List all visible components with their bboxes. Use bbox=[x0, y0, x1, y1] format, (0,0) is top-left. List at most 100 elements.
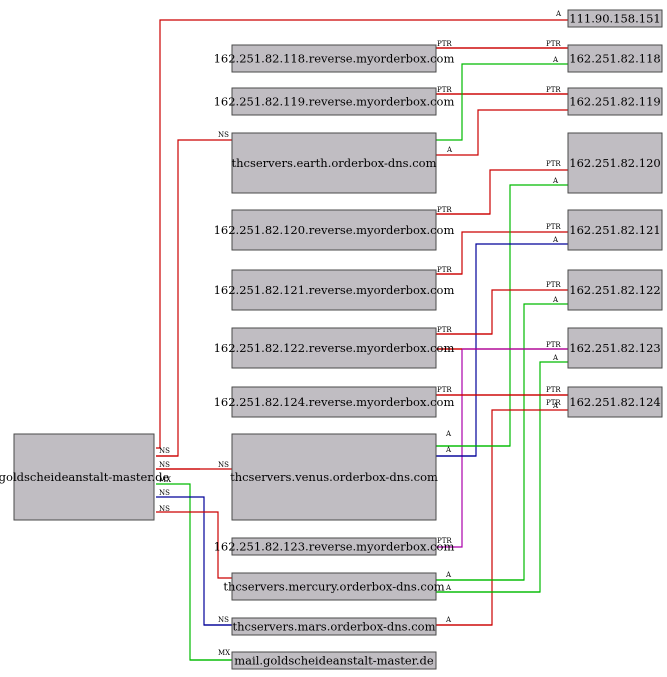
edge-label-e29: MX bbox=[159, 476, 171, 484]
edge-label-e35: NS bbox=[218, 616, 229, 624]
node-ip-162-251-82-124-box bbox=[567, 386, 663, 418]
node-ip-162-251-82-124[interactable]: 162.251.82.124 bbox=[567, 386, 663, 418]
node-ns-mars[interactable]: thcservers.mars.orderbox-dns.com bbox=[231, 617, 437, 636]
node-reverse-119[interactable]: 162.251.82.119.reverse.myorderbox.com bbox=[214, 87, 455, 116]
node-ns-mars-label: thcservers.mars.orderbox-dns.com bbox=[233, 620, 436, 634]
node-reverse-118-label: 162.251.82.118.reverse.myorderbox.com bbox=[214, 52, 455, 66]
node-reverse-121[interactable]: 162.251.82.121.reverse.myorderbox.com bbox=[214, 269, 455, 311]
edge-label-e30: NS bbox=[159, 489, 170, 497]
edge-label-e19: PTR bbox=[437, 386, 452, 394]
edge-ns-e30 bbox=[156, 496, 232, 626]
edge-a-e24 bbox=[436, 409, 568, 626]
edge-label-e20: PTR bbox=[437, 537, 452, 545]
node-ns-mercury-label: thcservers.mercury.orderbox-dns.com bbox=[223, 580, 444, 594]
node-reverse-124-label: 162.251.82.124.reverse.myorderbox.com bbox=[214, 395, 455, 409]
edge-label-e4: PTR bbox=[437, 86, 452, 94]
edge-label-e10: PTR bbox=[437, 206, 452, 214]
node-ip-162-251-82-119[interactable]: 162.251.82.119 bbox=[567, 87, 663, 116]
node-ip-162-251-82-121[interactable]: 162.251.82.121 bbox=[567, 209, 663, 251]
node-ns-venus[interactable]: thcservers.venus.orderbox-dns.com bbox=[230, 433, 438, 521]
edge-label-e11: PTR bbox=[437, 266, 452, 274]
edge-label-e21: A bbox=[552, 354, 559, 362]
edge-label-e8: A bbox=[446, 146, 453, 154]
node-ip-162-251-82-120[interactable]: 162.251.82.120 bbox=[567, 132, 663, 194]
node-reverse-122[interactable]: 162.251.82.122.reverse.myorderbox.com bbox=[214, 327, 455, 369]
edge-label-e24: A bbox=[552, 402, 559, 410]
edge-label-e28: A bbox=[445, 446, 452, 454]
node-ip-162-251-82-121-box bbox=[567, 209, 663, 251]
node-reverse-121-label: 162.251.82.121.reverse.myorderbox.com bbox=[214, 283, 455, 297]
edge-ptr-e7 bbox=[436, 169, 568, 215]
node-ns-mars-box bbox=[231, 617, 437, 636]
node-ip-162-251-82-123-box bbox=[567, 327, 663, 369]
node-reverse-123[interactable]: 162.251.82.123.reverse.myorderbox.com bbox=[214, 537, 455, 556]
node-root-domain-label: goldscheideanstalt-master.de bbox=[0, 470, 170, 484]
edge-ptr-e11 bbox=[436, 231, 568, 275]
edge-a-e8 bbox=[436, 109, 568, 156]
edge-label-e14: PTR bbox=[546, 281, 561, 289]
node-ip-162-251-82-123[interactable]: 162.251.82.123 bbox=[567, 327, 663, 369]
edge-ptr-e20 bbox=[436, 348, 568, 548]
edge-label-e12: A bbox=[552, 177, 559, 185]
node-reverse-121-box bbox=[231, 269, 437, 311]
node-ns-mercury[interactable]: thcservers.mercury.orderbox-dns.com bbox=[223, 572, 445, 601]
node-mx-mail[interactable]: mail.goldscheideanstalt-master.de bbox=[231, 651, 437, 670]
node-reverse-122-label: 162.251.82.122.reverse.myorderbox.com bbox=[214, 341, 455, 355]
edge-label-e33: A bbox=[445, 571, 452, 579]
node-reverse-120[interactable]: 162.251.82.120.reverse.myorderbox.com bbox=[214, 209, 455, 251]
edges-layer bbox=[156, 19, 568, 661]
edge-a-e6 bbox=[436, 63, 568, 141]
node-ip-111-90-158-151-label: 111.90.158.151 bbox=[569, 12, 660, 26]
edge-label-e27: A bbox=[445, 430, 452, 438]
edge-label-e37: MX bbox=[218, 649, 230, 657]
node-mx-mail-box bbox=[231, 651, 437, 670]
node-reverse-122-box bbox=[231, 327, 437, 369]
node-reverse-123-label: 162.251.82.123.reverse.myorderbox.com bbox=[214, 540, 455, 554]
node-ns-venus-box bbox=[231, 433, 437, 521]
edge-ns-e32 bbox=[156, 511, 232, 579]
edge-label-e9: NS bbox=[218, 131, 229, 139]
node-ip-162-251-82-119-box bbox=[567, 87, 663, 116]
node-ip-111-90-158-151[interactable]: 111.90.158.151 bbox=[567, 9, 663, 28]
node-reverse-123-box bbox=[231, 537, 437, 556]
edge-label-e17: PTR bbox=[546, 341, 561, 349]
node-root-domain[interactable]: goldscheideanstalt-master.de bbox=[0, 433, 170, 521]
edge-label-e13: PTR bbox=[546, 223, 561, 231]
node-ip-162-251-82-120-box bbox=[567, 132, 663, 194]
node-ip-162-251-82-122[interactable]: 162.251.82.122 bbox=[567, 269, 663, 311]
edge-label-e1: A bbox=[555, 10, 562, 18]
node-ns-earth-label: thcservers.earth.orderbox-dns.com bbox=[231, 156, 436, 170]
edge-label-e7: PTR bbox=[546, 160, 561, 168]
node-reverse-120-box bbox=[231, 209, 437, 251]
edge-a-e15 bbox=[436, 243, 568, 457]
edge-label-e18: A bbox=[552, 296, 559, 304]
node-ip-162-251-82-121-label: 162.251.82.121 bbox=[569, 223, 660, 237]
node-reverse-119-label: 162.251.82.119.reverse.myorderbox.com bbox=[214, 95, 455, 109]
edge-label-e2: PTR bbox=[437, 40, 452, 48]
edge-label-e23: PTR bbox=[546, 399, 561, 407]
node-ip-162-251-82-118[interactable]: 162.251.82.118 bbox=[567, 44, 663, 73]
nodes-layer: goldscheideanstalt-master.de 111.90.158.1… bbox=[0, 9, 663, 670]
edge-label-e15: A bbox=[552, 236, 559, 244]
node-ip-162-251-82-118-box bbox=[567, 44, 663, 73]
node-ip-162-251-82-122-box bbox=[567, 269, 663, 311]
node-ns-earth[interactable]: thcservers.earth.orderbox-dns.com bbox=[231, 132, 437, 194]
edge-label-e22: PTR bbox=[546, 386, 561, 394]
node-reverse-124-box bbox=[231, 386, 437, 418]
node-ns-venus-label: thcservers.venus.orderbox-dns.com bbox=[230, 470, 438, 484]
edge-label-e25: NS bbox=[159, 447, 170, 455]
node-reverse-124[interactable]: 162.251.82.124.reverse.myorderbox.com bbox=[214, 386, 455, 418]
node-reverse-118[interactable]: 162.251.82.118.reverse.myorderbox.com bbox=[214, 44, 455, 73]
node-ip-162-251-82-123-label: 162.251.82.123 bbox=[569, 341, 660, 355]
node-root-domain-box bbox=[13, 433, 155, 521]
node-ip-162-251-82-122-label: 162.251.82.122 bbox=[569, 283, 660, 297]
edge-label-e32: NS bbox=[159, 505, 170, 513]
edge-label-e16: PTR bbox=[437, 326, 452, 334]
node-ns-earth-box bbox=[231, 132, 437, 194]
edge-label-e6: A bbox=[552, 56, 559, 64]
edge-label-e3: PTR bbox=[546, 40, 561, 48]
edge-label-e5: PTR bbox=[546, 86, 561, 94]
node-ip-162-251-82-118-label: 162.251.82.118 bbox=[569, 52, 660, 66]
